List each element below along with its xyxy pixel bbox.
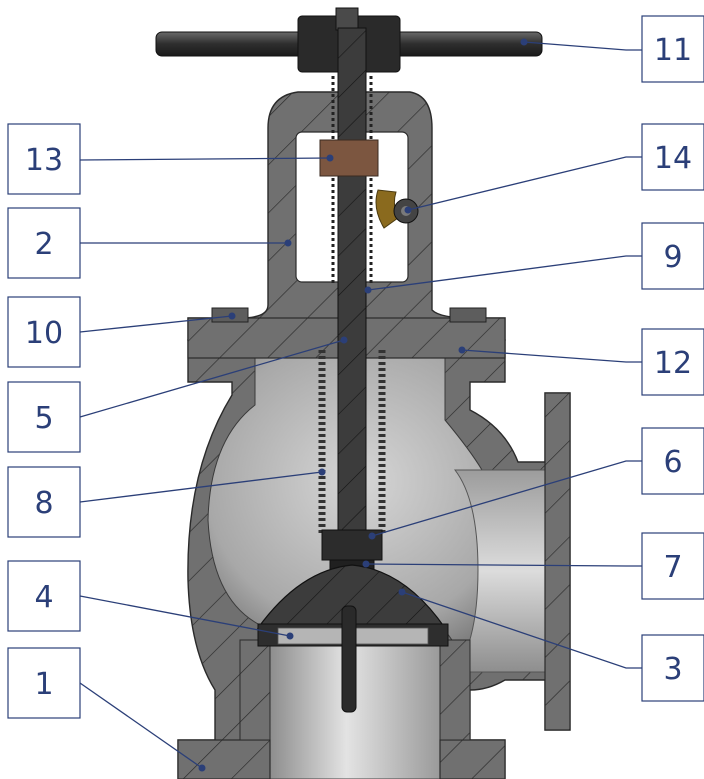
- callout-9-label: 9: [663, 240, 682, 275]
- callout-2-label: 2: [34, 227, 53, 262]
- callout-9: 9: [641, 222, 704, 290]
- leader-5: [79, 339, 345, 418]
- callout-1: 1: [7, 647, 81, 719]
- callout-13-label: 13: [25, 143, 63, 178]
- callout-13: 13: [7, 123, 81, 195]
- leaders: [79, 38, 642, 772]
- callout-7-label: 7: [663, 550, 682, 585]
- dot-12: [458, 346, 466, 354]
- dot-10: [228, 312, 236, 320]
- leader-4: [79, 595, 291, 637]
- leader-8: [79, 471, 323, 503]
- dot-9: [364, 286, 372, 294]
- leader-1: [79, 682, 203, 769]
- dot-8: [318, 468, 326, 476]
- callout-4: 4: [7, 560, 81, 632]
- callout-7: 7: [641, 532, 704, 600]
- dot-14: [404, 206, 412, 214]
- dot-7: [362, 560, 370, 568]
- inlet-wall-right: [439, 639, 471, 741]
- leader-7: [365, 563, 642, 567]
- valve-disc: [256, 564, 447, 629]
- inlet-wall-left: [239, 639, 271, 741]
- leader-14: [407, 156, 642, 211]
- bonnet-bolts: [211, 307, 487, 323]
- dot-2: [284, 239, 292, 247]
- leader-9: [367, 255, 642, 291]
- dot-4: [286, 632, 294, 640]
- leader-13: [79, 157, 331, 161]
- leader-6: [371, 460, 642, 537]
- callout-4-label: 4: [34, 580, 53, 615]
- callout-6-label: 6: [663, 445, 682, 480]
- bottom-flange-right: [439, 739, 506, 779]
- callout-2: 2: [7, 207, 81, 279]
- dot-11: [520, 38, 528, 46]
- callout-6: 6: [641, 427, 704, 495]
- callout-8-label: 8: [34, 486, 53, 521]
- dot-3: [398, 588, 406, 596]
- bolt-right: [449, 307, 487, 323]
- spring: [318, 350, 386, 535]
- callout-3: 3: [641, 634, 704, 702]
- callout-8: 8: [7, 466, 81, 538]
- dot-5: [340, 336, 348, 344]
- dot-1: [198, 764, 206, 772]
- callout-14: 14: [641, 123, 704, 191]
- callout-10: 10: [7, 296, 81, 368]
- dot-6: [368, 532, 376, 540]
- callout-11: 11: [641, 15, 704, 83]
- callout-11-label: 11: [654, 33, 692, 68]
- callout-1-label: 1: [34, 667, 53, 702]
- outlet-flange: [544, 392, 571, 731]
- callout-12: 12: [641, 328, 704, 396]
- leader-11: [523, 41, 642, 51]
- handwheel-nut: [335, 7, 359, 31]
- leader-3: [401, 591, 642, 669]
- callout-10-label: 10: [25, 316, 63, 351]
- dot-13: [326, 154, 334, 162]
- leader-10: [79, 315, 233, 333]
- callout-5-label: 5: [34, 401, 53, 436]
- callout-3-label: 3: [663, 652, 682, 687]
- callout-5: 5: [7, 381, 81, 453]
- bottom-flange: [177, 739, 271, 779]
- guide-pin: [341, 605, 357, 713]
- callout-14-label: 14: [654, 141, 692, 176]
- callout-12-label: 12: [654, 346, 692, 381]
- leader-12: [461, 349, 642, 363]
- stem-body: [337, 27, 367, 549]
